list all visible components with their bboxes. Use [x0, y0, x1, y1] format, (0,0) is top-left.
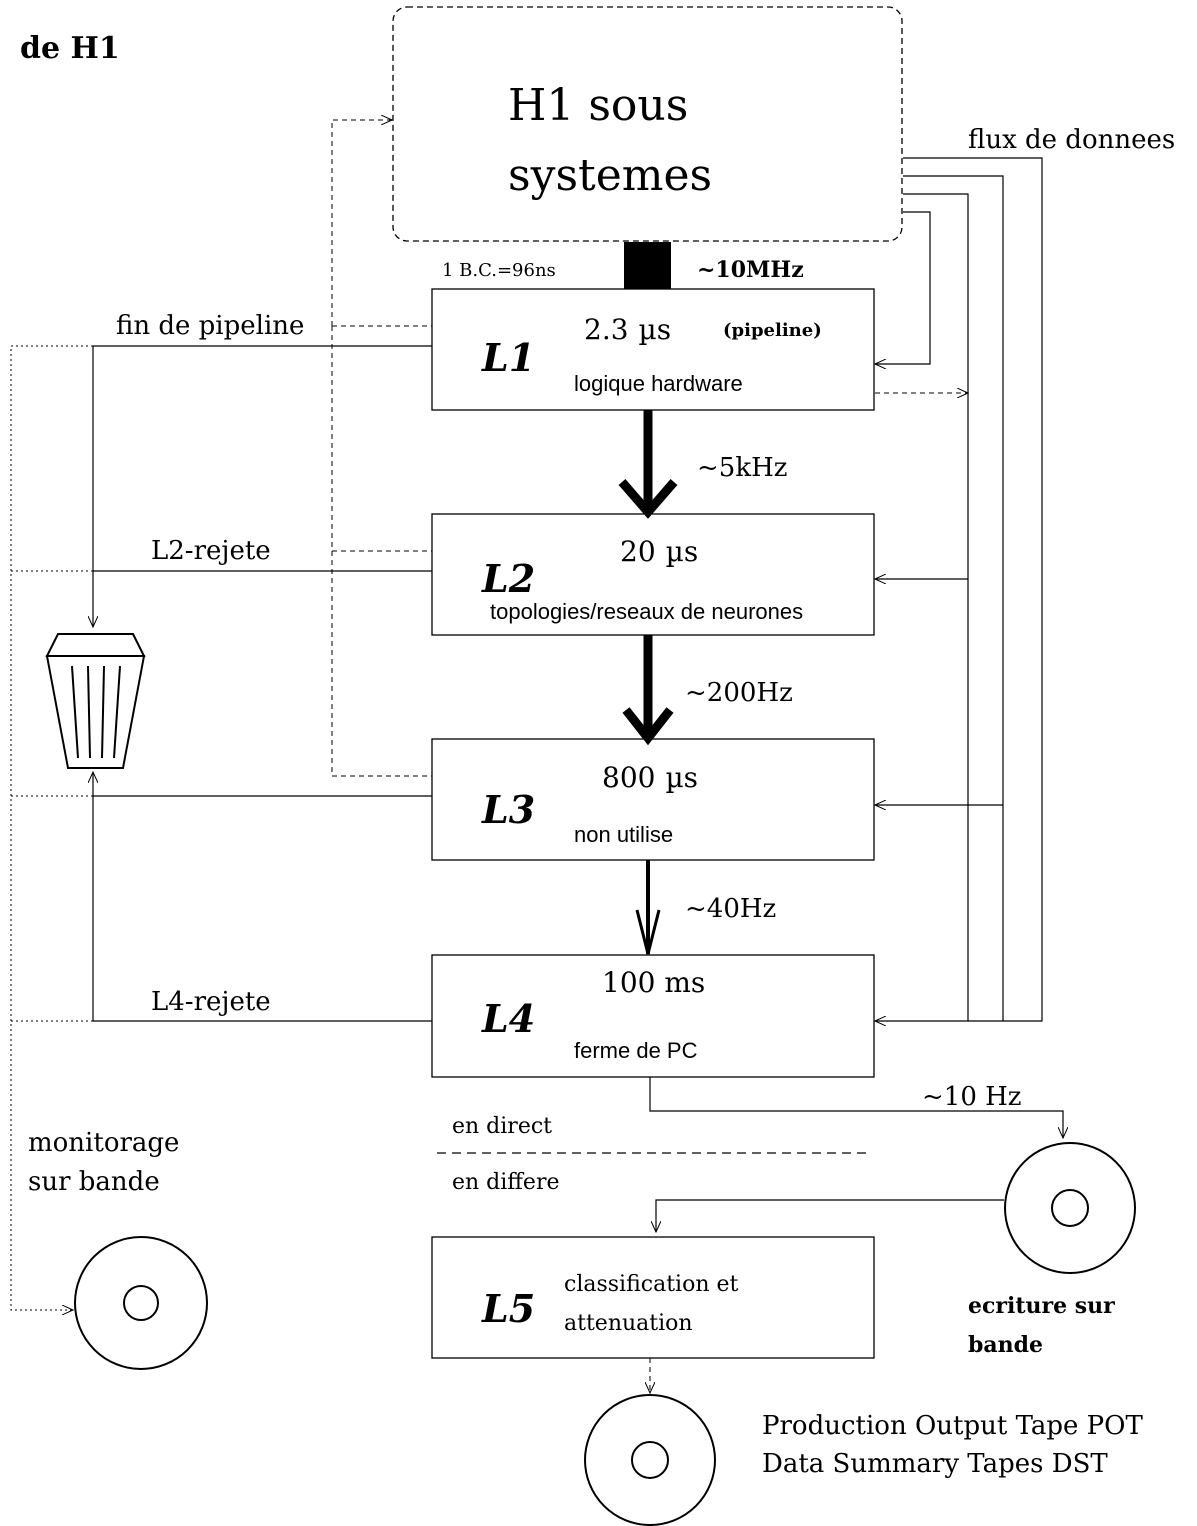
data-flow-label: flux de donnees: [968, 125, 1175, 155]
feedback-dashed-arrow: [331, 120, 392, 326]
monitoring-tape-reel-hub: [123, 1285, 159, 1321]
rate-l3-l4: ~40Hz: [685, 894, 776, 924]
l3-label: L3: [481, 787, 535, 832]
subsystems-label-line1: H1 sous: [508, 80, 688, 131]
l4-description: ferme de PC: [574, 1038, 698, 1063]
l1-label: L1: [481, 335, 535, 380]
monitoring-dotted-line: [10, 345, 93, 1310]
tape-writing-reel-hub: [1051, 1189, 1089, 1227]
l3-description: non utilise: [574, 822, 673, 847]
l1-description: logique hardware: [574, 371, 743, 396]
rate-l1-l2: ~5kHz: [697, 453, 787, 483]
trash-bin-icon: [45, 633, 146, 769]
l2-box: [431, 513, 875, 636]
l2-description: topologies/reseaux de neurones: [490, 599, 803, 624]
l1-time: 2.3 µs: [584, 313, 671, 346]
output-tape-reel-hub: [631, 1441, 669, 1479]
input-rate-label: ~10MHz: [697, 257, 804, 283]
l4-time: 100 ms: [602, 966, 705, 999]
l5-label: L5: [481, 1286, 535, 1331]
tape-to-l5-line: [656, 1199, 1004, 1232]
l1-time-value: 2.3: [584, 313, 629, 346]
l1-to-l2-arrow-head: [618, 479, 678, 519]
l5-description-line1: classification et: [564, 1272, 739, 1297]
l2-to-l3-arrow-head: [622, 707, 674, 746]
tape-writing-label-line2: bande: [968, 1332, 1043, 1358]
l2-time: 20 µs: [620, 535, 698, 568]
l4-reject-line: [92, 796, 432, 1022]
l5-box: [431, 1236, 875, 1359]
l2-reject-label: L2-rejete: [151, 536, 271, 566]
pipeline-end-label: fin de pipeline: [116, 311, 304, 341]
offline-label: en differe: [452, 1170, 560, 1195]
l1-note: (pipeline): [723, 320, 822, 341]
data-flow-line-l3: [903, 175, 1004, 1021]
l4-box: [431, 954, 875, 1078]
diagram-title: de H1: [20, 31, 120, 66]
l2-label: L2: [481, 556, 535, 601]
monitoring-tape-reel-icon: [74, 1236, 208, 1370]
bunch-crossing-label: 1 B.C.=96ns: [442, 260, 556, 281]
l5-description-line2: attenuation: [564, 1311, 693, 1336]
l1-reject-line: [93, 345, 432, 627]
l2-time-value: 20: [620, 535, 656, 568]
l3-time: 800 µs: [602, 761, 698, 794]
output-label-line1: Production Output Tape POT: [762, 1411, 1143, 1441]
dashed-control-bus: [331, 326, 432, 777]
data-flow-line-l2: [875, 193, 969, 1021]
output-label-line2: Data Summary Tapes DST: [762, 1449, 1108, 1479]
l3-to-l4-arrow-head: [635, 909, 661, 955]
l1-time-unit: µs: [639, 313, 672, 346]
data-flow-line-l1: [875, 211, 931, 364]
input-connector: [624, 242, 671, 289]
l3-box: [431, 738, 875, 861]
l4-to-tape-line: [649, 1077, 1063, 1138]
rate-l2-l3: ~200Hz: [685, 678, 793, 708]
rate-l4-tape: ~10 Hz: [922, 1082, 1022, 1112]
l3-time-value: 800: [602, 761, 655, 794]
online-label: en direct: [452, 1114, 552, 1139]
l1-box: [431, 288, 875, 411]
data-flow-line-l4: [903, 157, 1043, 1022]
output-tape-reel-icon: [584, 1394, 716, 1526]
monitoring-label-line1: monitorage: [28, 1128, 179, 1158]
l4-reject-label: L4-rejete: [151, 987, 271, 1017]
subsystems-label-line2: systemes: [508, 150, 712, 201]
monitoring-label-line2: sur bande: [28, 1167, 160, 1197]
tape-writing-label-line1: ecriture sur: [968, 1293, 1115, 1319]
tape-writing-reel-icon: [1004, 1142, 1136, 1274]
subsystems-box: [392, 6, 903, 242]
l3-time-unit: µs: [665, 761, 698, 794]
l4-label: L4: [481, 996, 535, 1041]
l2-time-unit: µs: [666, 535, 699, 568]
